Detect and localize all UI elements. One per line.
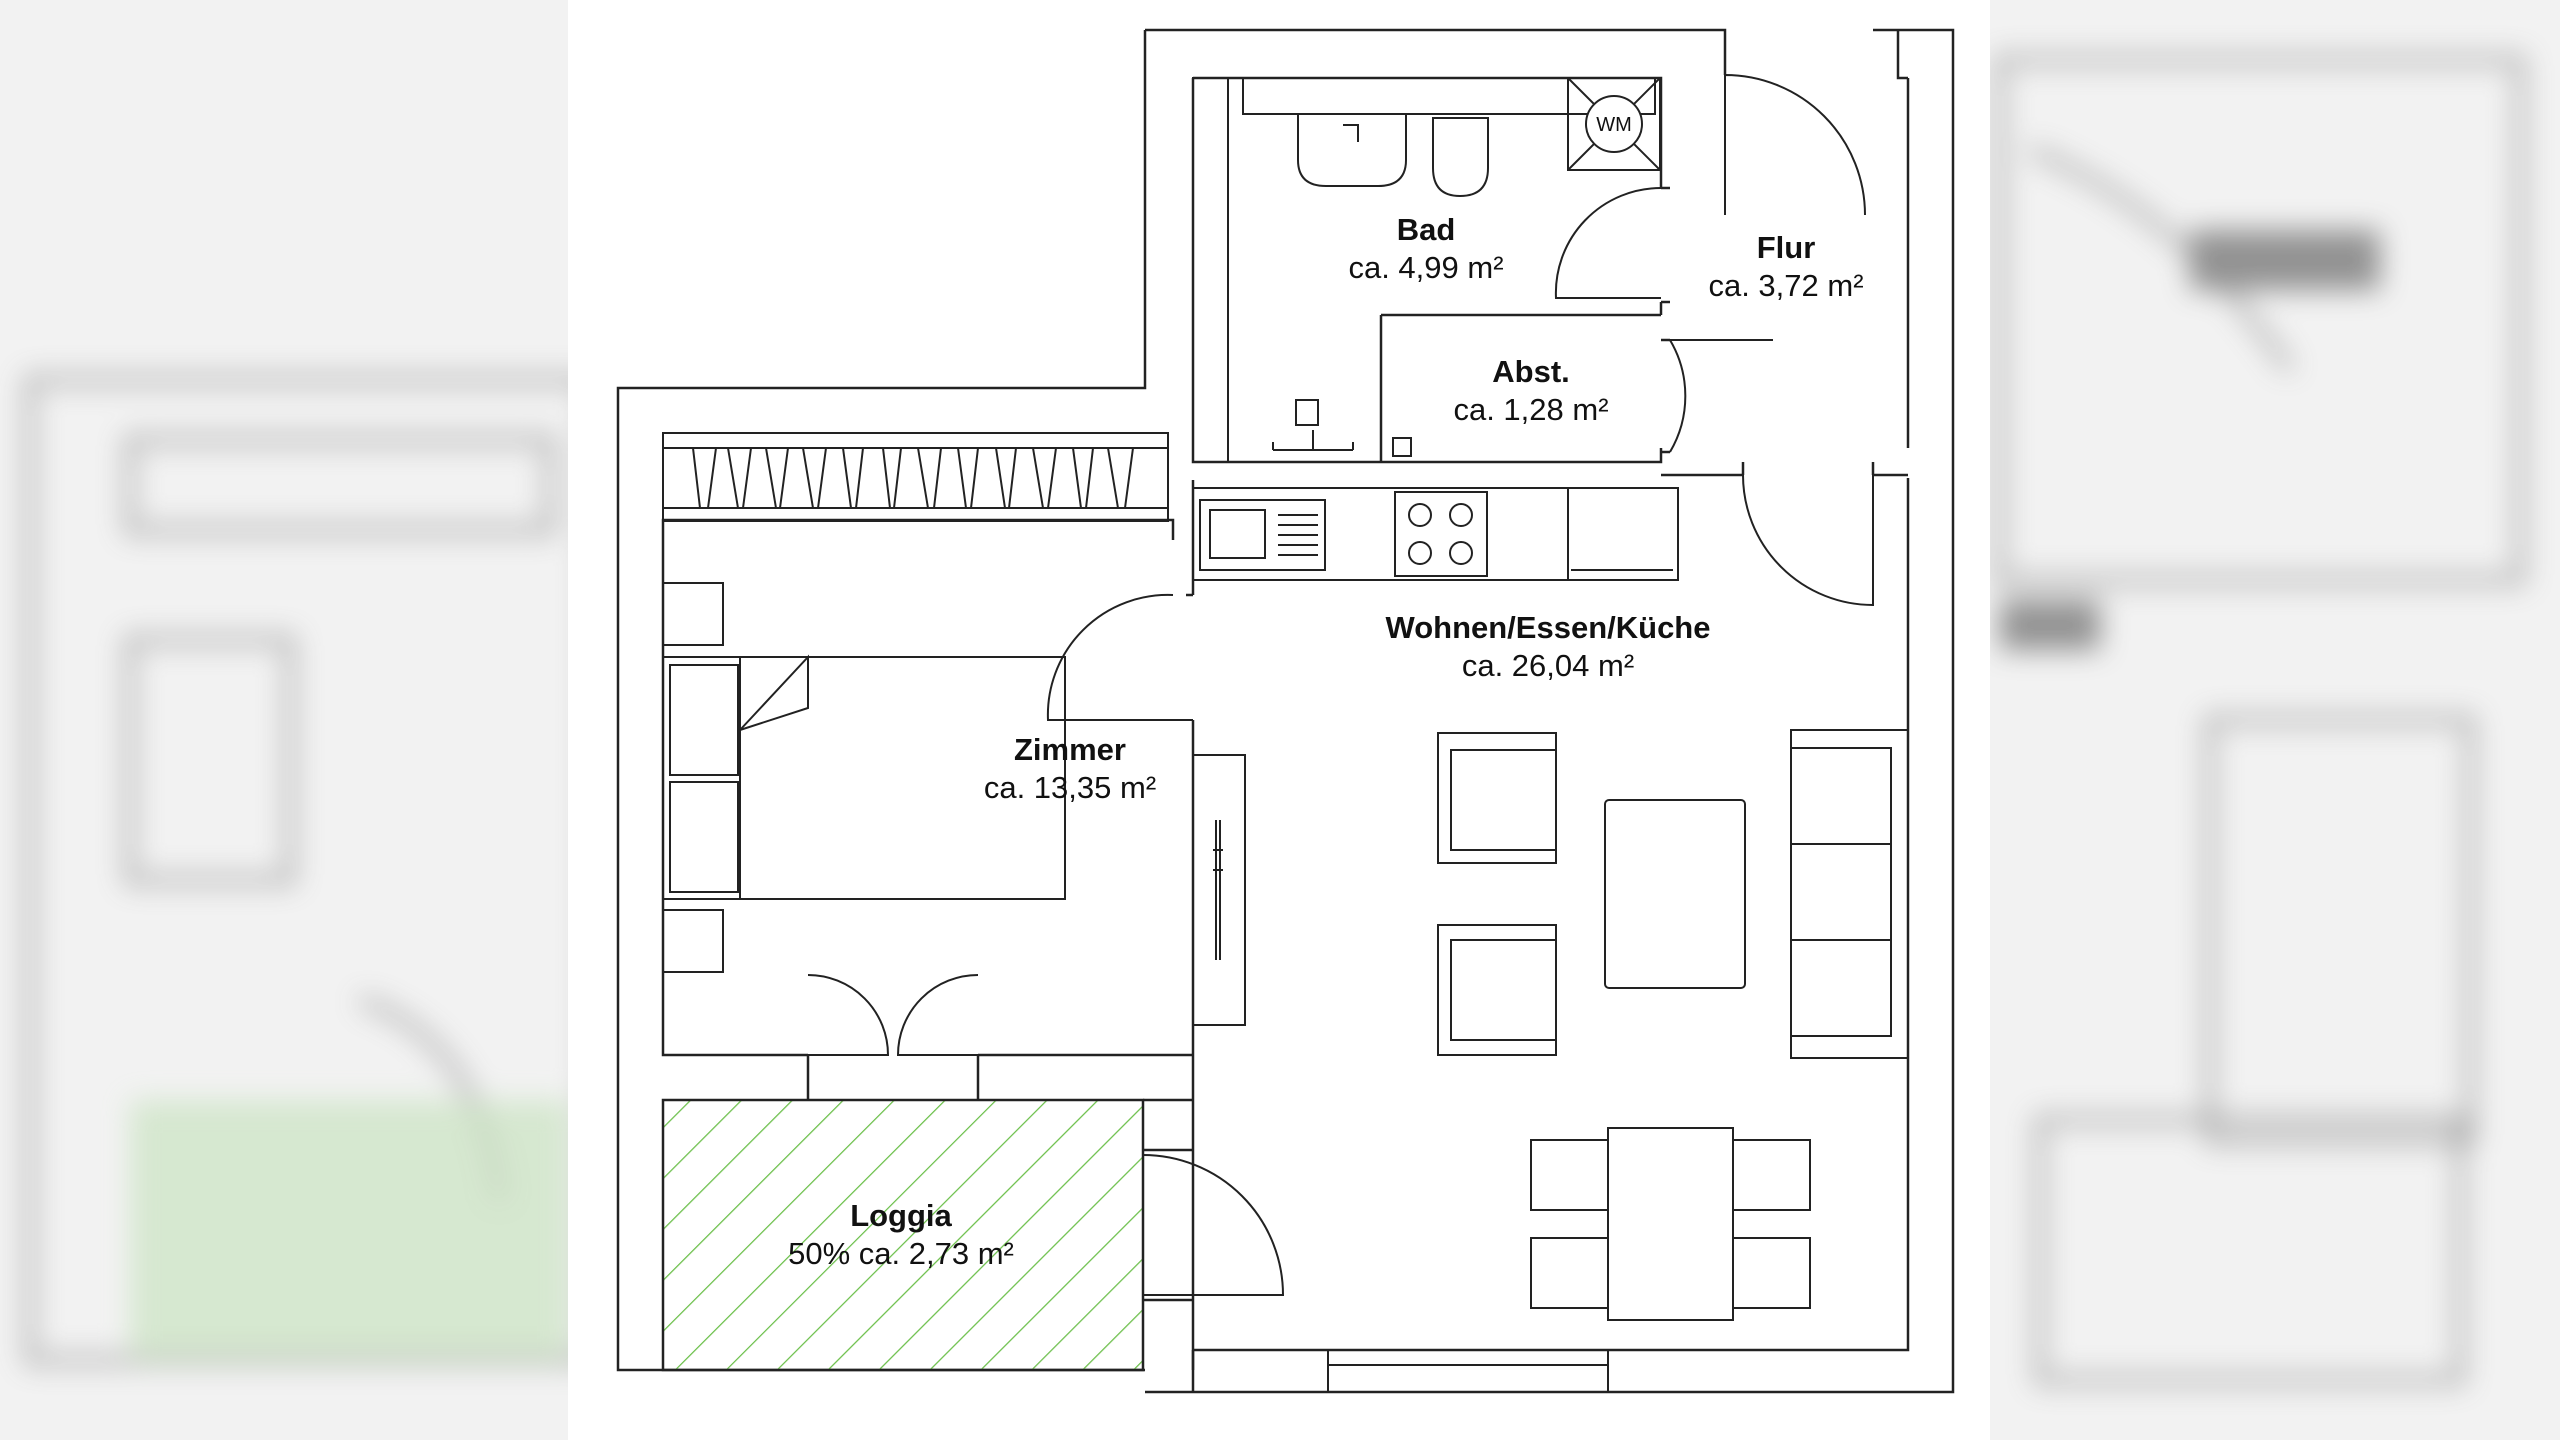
- room-label-loggia: Loggia: [850, 1198, 952, 1233]
- washing-machine-label: WM: [1596, 114, 1632, 136]
- room-area-zimmer: ca. 13,35 m²: [984, 770, 1156, 805]
- room-label-wohnen: Wohnen/Essen/Küche: [1386, 610, 1711, 645]
- doors: [807, 74, 1874, 1392]
- room-area-bad: ca. 4,99 m²: [1348, 250, 1503, 285]
- ironing-board: [1192, 754, 1246, 1026]
- loggia-floor: [661, 1098, 1145, 1372]
- bed: [662, 582, 1066, 973]
- room-area-flur: ca. 3,72 m²: [1708, 268, 1863, 303]
- room-area-abst: ca. 1,28 m²: [1453, 392, 1608, 427]
- room-label-abst: Abst.: [1492, 354, 1570, 389]
- room-label-bad: Bad: [1397, 212, 1456, 247]
- washing-machine: [1567, 77, 1661, 171]
- room-label-zimmer: Zimmer: [1014, 732, 1126, 767]
- kitchen-counter: [1192, 487, 1679, 581]
- room-label-flur: Flur: [1757, 230, 1816, 265]
- room-area-loggia: 50% ca. 2,73 m²: [788, 1236, 1014, 1271]
- bathroom-fixtures: [1192, 77, 1656, 463]
- room-area-wohnen: ca. 26,04 m²: [1462, 648, 1634, 683]
- floor-plan: Bad ca. 4,99 m² Flur ca. 3,72 m² Abst. c…: [616, 28, 1955, 1394]
- wardrobe: [662, 432, 1169, 522]
- living-furniture: [1437, 729, 1909, 1321]
